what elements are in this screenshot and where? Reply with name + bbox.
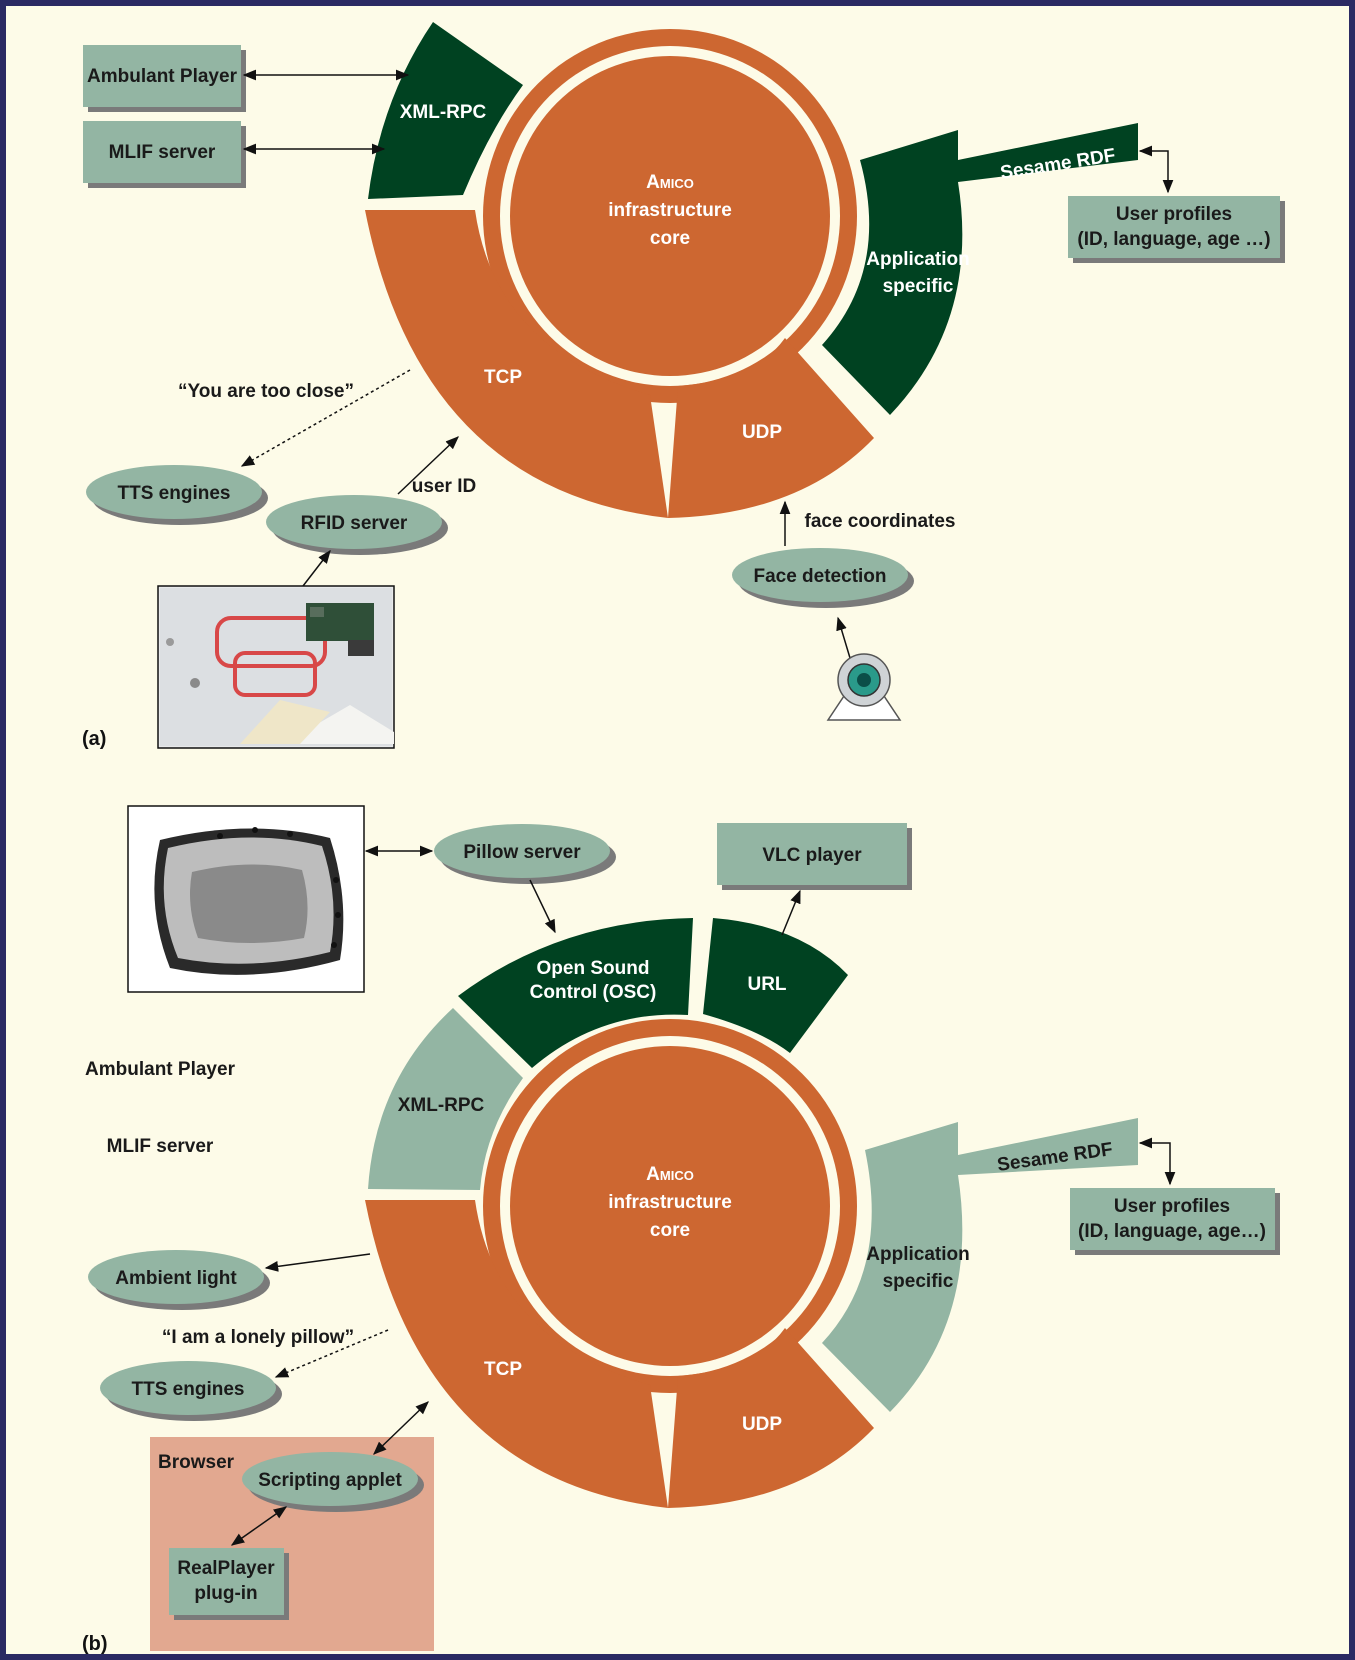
svg-text:TTS engines: TTS engines — [118, 483, 231, 504]
udp-segment-a — [668, 338, 874, 518]
mlif-box-a: MLIF server — [83, 121, 246, 188]
ambulant-box-a: Ambulant Player — [83, 45, 246, 112]
app-label-b-1: Application — [866, 1244, 969, 1265]
core-title-b: AMICO — [646, 1164, 694, 1185]
xmlrpc-label-b: XML-RPC — [398, 1095, 485, 1116]
udp-segment-b — [668, 1328, 874, 1508]
svg-text:Scripting applet: Scripting applet — [258, 1470, 402, 1491]
rfid-hardware-photo — [157, 585, 395, 749]
user-id-annotation: user ID — [412, 476, 476, 497]
svg-text:Pillow server: Pillow server — [463, 842, 581, 863]
app-specific-segment-a — [822, 123, 1138, 415]
svg-text:RFID server: RFID server — [301, 513, 408, 534]
core-line2-a: infrastructure — [608, 200, 732, 221]
tcp-segment-b — [365, 1200, 668, 1508]
face-coords-annotation: face coordinates — [805, 511, 956, 532]
arrow-webcam-face-a — [836, 616, 851, 659]
vlc-player-box-b: VLC player — [717, 823, 912, 890]
scripting-applet-ellipse-b: Scripting applet — [242, 1452, 424, 1512]
osc-label-b-1: Open Sound — [537, 958, 650, 979]
webcam-icon — [826, 653, 902, 721]
arrow-tcp-ambient-b — [264, 1253, 371, 1272]
svg-text:plug-in: plug-in — [194, 1583, 257, 1604]
osc-label-b-2: Control (OSC) — [530, 982, 657, 1003]
svg-text:RealPlayer: RealPlayer — [177, 1558, 275, 1579]
svg-text:Ambient light: Ambient light — [115, 1268, 237, 1289]
xmlrpc-segment-a — [368, 22, 523, 199]
ambulant-text-b: Ambulant Player — [85, 1059, 236, 1080]
svg-text:MLIF server: MLIF server — [109, 142, 216, 163]
tcp-label-a: TCP — [484, 367, 522, 388]
face-detection-ellipse-a: Face detection — [732, 548, 914, 608]
url-label-b: URL — [747, 974, 786, 995]
rfid-ellipse-a: RFID server — [266, 495, 448, 555]
arrow-realplayer-scripting-b — [230, 1506, 288, 1546]
core-title-a: AMICO — [646, 172, 694, 193]
core-circle-b — [510, 1046, 830, 1366]
svg-text:TTS engines: TTS engines — [132, 1379, 245, 1400]
svg-text:(ID, language, age…): (ID, language, age…) — [1078, 1221, 1266, 1242]
tts-ellipse-b: TTS engines — [100, 1361, 282, 1421]
core-circle-a — [510, 56, 830, 376]
app-specific-segment-b — [822, 1118, 1138, 1412]
arrow-tcp-tts-b — [274, 1329, 389, 1378]
svg-text:VLC player: VLC player — [762, 845, 862, 866]
arrow-tcp-tts-a — [240, 369, 411, 467]
svg-text:User profiles: User profiles — [1116, 204, 1232, 225]
core-line2-b: infrastructure — [608, 1192, 732, 1213]
tcp-segment-a — [365, 210, 668, 518]
tts-ellipse-a: TTS engines — [86, 465, 268, 525]
arrow-photo-rfid-a — [302, 549, 331, 587]
xmlrpc-segment-b — [368, 1008, 523, 1190]
app-label-a-1: Application — [866, 249, 969, 270]
arrow-url-vlc-b — [781, 889, 801, 936]
url-segment-b — [703, 918, 848, 1053]
svg-text:User profiles: User profiles — [1114, 1196, 1230, 1217]
panel-a: AMICO infrastructure core XML-RPC TCP UD… — [82, 22, 1285, 750]
arrow-pillow-osc-b — [529, 879, 556, 934]
arrow-sesame-profiles-a — [1138, 145, 1174, 194]
tcp-label-b: TCP — [484, 1359, 522, 1380]
pillow-server-ellipse-b: Pillow server — [434, 824, 616, 884]
panel-b: AMICO infrastructure core Open Sound Con… — [82, 805, 1280, 1655]
osc-segment-b — [458, 918, 693, 1068]
panel-a-label: (a) — [82, 728, 106, 750]
arrow-sesame-profiles-b — [1138, 1137, 1176, 1186]
udp-label-b: UDP — [742, 1414, 782, 1435]
ambient-light-ellipse-b: Ambient light — [88, 1250, 270, 1310]
arrow-rfid-tcp-a — [397, 436, 459, 495]
udp-label-a: UDP — [742, 422, 782, 443]
app-label-b-2: specific — [883, 1271, 954, 1292]
mlif-text-b: MLIF server — [107, 1136, 214, 1157]
svg-text:Browser: Browser — [158, 1452, 235, 1473]
lonely-pillow-annotation: “I am a lonely pillow” — [162, 1327, 354, 1348]
svg-text:Face detection: Face detection — [753, 566, 886, 587]
core-line3-a: core — [650, 228, 690, 249]
pillow-photo — [127, 805, 365, 993]
xmlrpc-label-a: XML-RPC — [400, 102, 487, 123]
arrow-scripting-tcp-b — [373, 1401, 429, 1455]
svg-text:Ambulant Player: Ambulant Player — [87, 66, 238, 87]
too-close-annotation: “You are too close” — [178, 381, 354, 402]
panel-b-label: (b) — [82, 1633, 108, 1655]
svg-text:(ID, language, age …): (ID, language, age …) — [1077, 229, 1270, 250]
core-line3-b: core — [650, 1220, 690, 1241]
realplayer-box-b: RealPlayer plug-in — [169, 1548, 289, 1620]
user-profiles-box-a: User profiles (ID, language, age …) — [1068, 196, 1285, 263]
user-profiles-box-b: User profiles (ID, language, age…) — [1070, 1188, 1280, 1255]
app-label-a-2: specific — [883, 276, 954, 297]
